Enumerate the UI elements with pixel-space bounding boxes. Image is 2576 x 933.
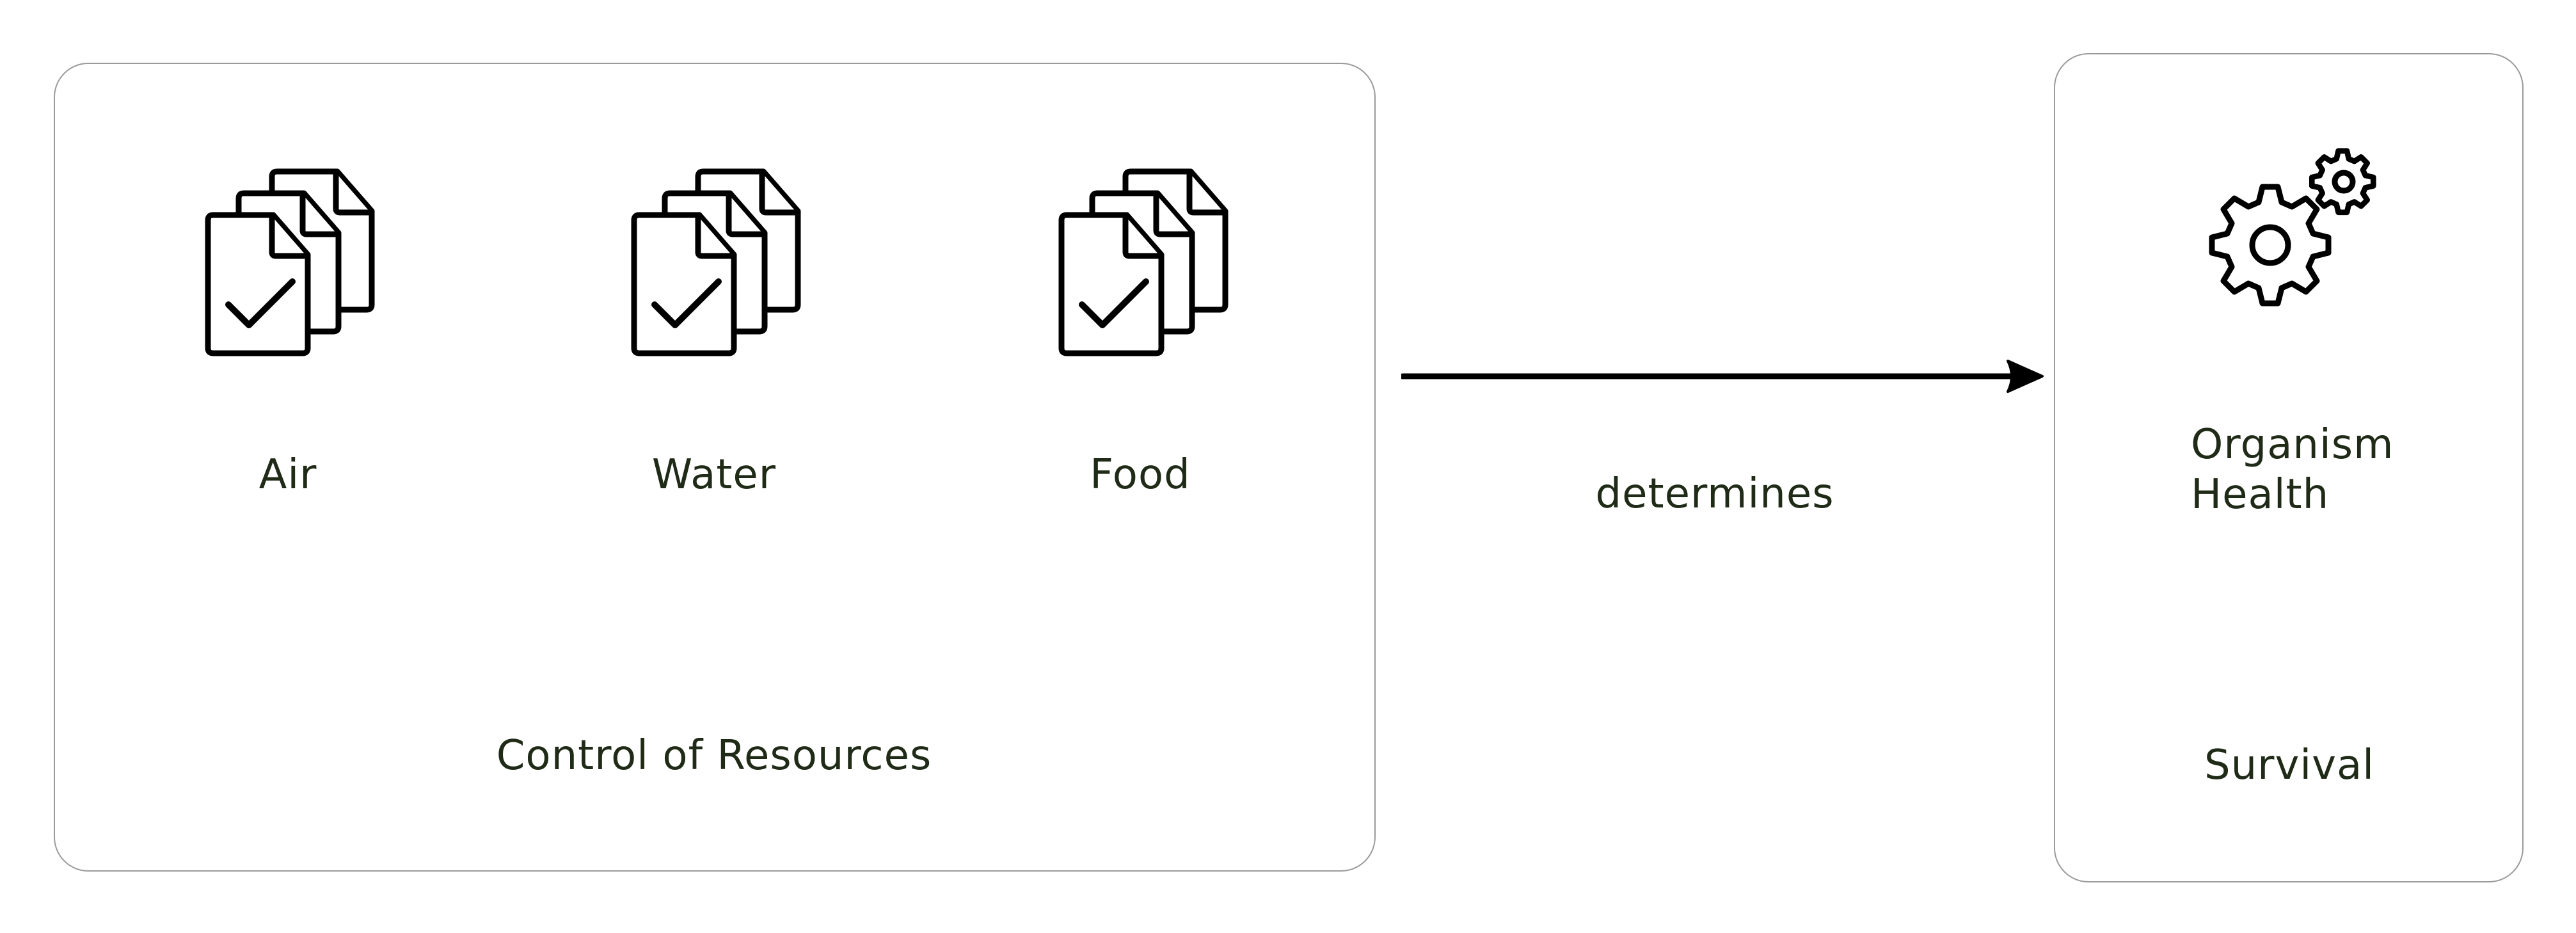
resource-label-water: Water (651, 451, 777, 498)
connector-label: determines (1595, 470, 1834, 518)
determines-arrow (1399, 351, 2047, 404)
resource-label-food: Food (1090, 451, 1191, 498)
checked-documents-icon (201, 165, 380, 357)
outcome-title-line2: Health (2191, 471, 2330, 518)
resource-label-air: Air (258, 451, 317, 498)
outcome-title-line1: Organism (2191, 421, 2394, 468)
outcome-panel (2054, 53, 2524, 882)
checked-documents-icon (627, 165, 806, 357)
outcome-caption: Survival (2204, 742, 2375, 789)
checked-documents-icon (1054, 165, 1234, 357)
gears-icon (2198, 145, 2384, 330)
resources-caption: Control of Resources (496, 732, 932, 779)
